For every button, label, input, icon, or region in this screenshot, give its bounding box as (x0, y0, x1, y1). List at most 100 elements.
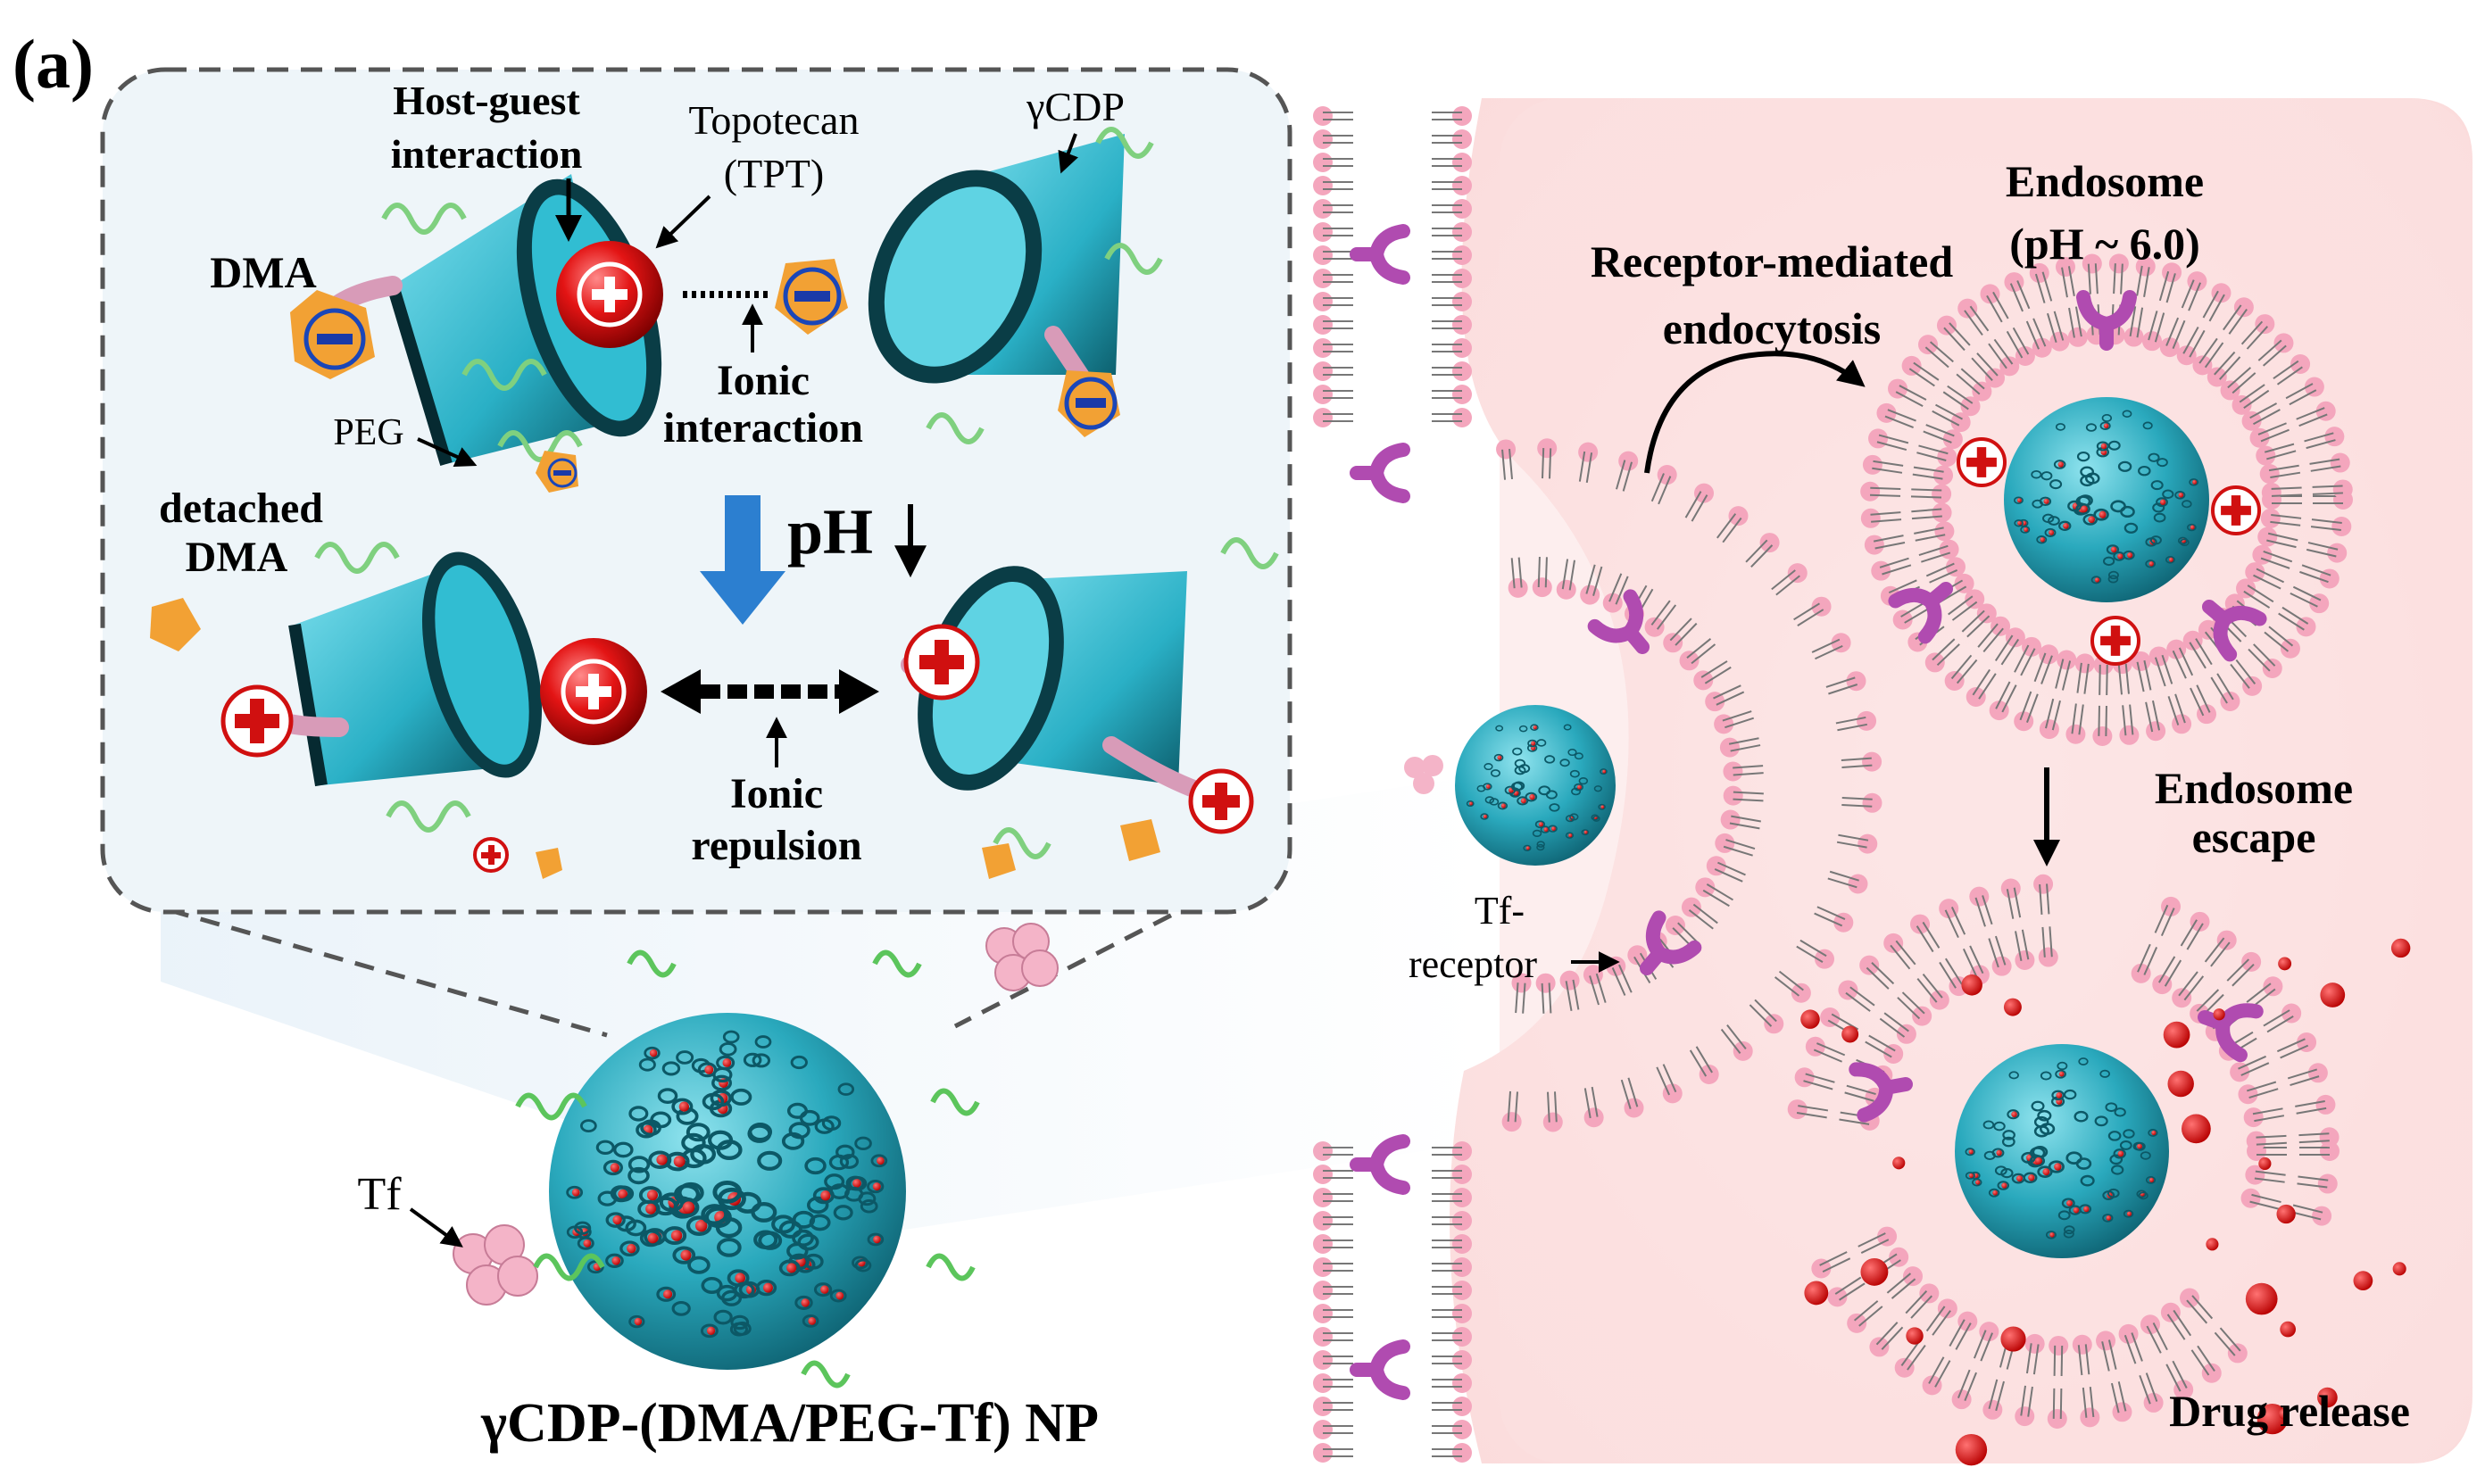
lipid-head (1723, 761, 1743, 782)
lipid-tail (1923, 430, 1952, 444)
lipid-tail (2190, 687, 2205, 717)
pore (628, 1106, 649, 1122)
lipid-tail (2309, 458, 2340, 465)
lipid-tail (2145, 1372, 2158, 1402)
drug-dot (610, 1163, 619, 1173)
lipid-head (2172, 988, 2192, 1008)
lipid-tail (1745, 539, 1768, 563)
ionic-repulsion-arrow (661, 669, 879, 714)
lipid-head (1583, 965, 1603, 985)
lipid-head (2160, 1302, 2181, 1322)
pore (566, 1185, 584, 1199)
lipid-tail (2181, 279, 2195, 309)
lipid-tail (2021, 929, 2030, 960)
lipid-head (1805, 1036, 1825, 1057)
lipid-head (1313, 222, 1333, 242)
lipid-head (1944, 671, 1965, 692)
endosome-cations (1957, 437, 2261, 666)
lipid-tail (1888, 579, 1917, 594)
lipid-tail (1828, 684, 1858, 695)
lipid-tail (2276, 366, 2303, 386)
drug-dot (2066, 1199, 2074, 1206)
drug-dot (1551, 826, 1556, 832)
lipid-head (1862, 454, 1882, 475)
peg-chains-top (381, 127, 1163, 462)
lipid-tail (2139, 1374, 2151, 1405)
lipid-tail (2257, 339, 2282, 361)
lipid-head (1811, 596, 1832, 617)
pore (1540, 825, 1550, 833)
drug-dot (1483, 814, 1488, 819)
pore (2080, 1174, 2095, 1187)
pore (574, 1221, 592, 1235)
lipid-tail (1688, 909, 1714, 930)
lipid-tail (1957, 1369, 1971, 1399)
pore (2106, 544, 2120, 555)
lipid-head (2187, 271, 2207, 292)
lipid-tail (2254, 1177, 2285, 1183)
pore (835, 1144, 855, 1160)
lipid-head (2180, 1288, 2200, 1308)
lipid-tail (1799, 939, 1827, 958)
lipid-head (2038, 947, 2058, 967)
lipid-tail (2123, 1334, 2137, 1364)
pore (657, 1088, 678, 1104)
lipid-head (1723, 785, 1743, 806)
lipid-head (1838, 980, 1858, 1000)
drug-dot (583, 1239, 592, 1248)
lipid-head (2173, 1380, 2194, 1400)
lipid-tail (1713, 684, 1741, 700)
pore (2145, 560, 2157, 568)
lipid-head (1452, 385, 1472, 404)
lipid-tail (2025, 320, 2040, 350)
lipid-tail (1868, 1034, 1896, 1052)
pore (686, 1123, 711, 1142)
lipid-tail (1934, 1360, 1951, 1388)
lipid-tail (1837, 723, 1868, 732)
lipid-tail (1684, 491, 1702, 518)
drug-dot (694, 1219, 708, 1232)
lipid-head (1990, 616, 2011, 636)
lipid-tail (2247, 584, 2274, 603)
lipid-tail (2256, 1134, 2287, 1139)
lipid-head (1452, 106, 1472, 126)
pore (2033, 1124, 2049, 1138)
lipid-tail (1866, 966, 1890, 990)
pore (2120, 505, 2135, 518)
lipid-head (1313, 106, 1333, 126)
lipid-tail (2180, 919, 2198, 947)
lipid-tail (1841, 757, 1872, 762)
pore (2068, 1205, 2082, 1215)
lipid-head (2146, 721, 2166, 742)
pore (2055, 423, 2065, 431)
pore (2058, 520, 2072, 531)
lipid-head (2080, 1407, 2100, 1428)
lipid-head (1496, 439, 1517, 460)
lipid-tail (1871, 518, 1902, 523)
pore (2074, 1110, 2089, 1123)
lipid-tail (1616, 460, 1626, 490)
lipid-tail (2204, 937, 2225, 963)
lipid-tail (1656, 1066, 1671, 1096)
lipid-head (2192, 355, 2213, 376)
lipid-tail (2266, 1016, 2294, 1033)
lipid-tail (2243, 590, 2271, 609)
lipid-head (2161, 896, 2182, 916)
lipid-tail (2306, 439, 2336, 450)
lipid-tail (1775, 575, 1800, 596)
released-drug (2206, 1238, 2219, 1251)
drug-dot (649, 1049, 658, 1057)
label-tf-receptor-1: Tf- (1475, 889, 1525, 933)
lipid-head (1728, 506, 1749, 526)
pore (743, 1052, 762, 1067)
receptor (1350, 224, 1410, 285)
lipid-tail (2117, 1381, 2127, 1412)
label-ph: pH (787, 496, 873, 568)
lipid-head (1618, 451, 1639, 471)
lipid-tail (1689, 1049, 1708, 1077)
released-drug (2392, 1262, 2406, 1276)
lipid-head (2307, 1063, 2328, 1083)
lipid-tail (2143, 659, 2152, 691)
pore (754, 1035, 772, 1049)
lipid-head (2015, 1406, 2035, 1427)
